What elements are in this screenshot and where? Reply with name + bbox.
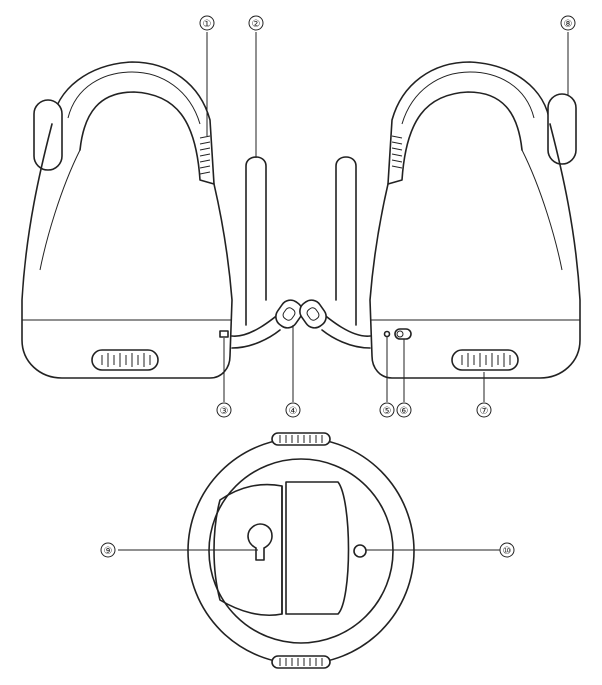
callout-2: ② xyxy=(248,15,264,31)
svg-text:⑦: ⑦ xyxy=(480,406,489,417)
svg-text:⑤: ⑤ xyxy=(383,406,392,417)
left-camera-head-vent xyxy=(199,135,211,175)
bottom-inner-ring xyxy=(208,458,394,644)
bottom-cover-panel xyxy=(285,481,350,615)
right-camera-tilt-knob xyxy=(547,93,577,165)
callout-4: ④ xyxy=(285,402,301,418)
svg-text:⑧: ⑧ xyxy=(564,19,573,30)
leader-lines xyxy=(118,32,569,551)
callout-3: ③ xyxy=(216,402,232,418)
svg-text:⑩: ⑩ xyxy=(503,546,512,557)
left-camera-body xyxy=(21,123,233,379)
right-camera-head-arch xyxy=(387,61,551,185)
svg-text:③: ③ xyxy=(220,406,229,417)
callout-10: ⑩ xyxy=(499,542,515,558)
keyhole-mount xyxy=(247,523,273,561)
bottom-mount-plate xyxy=(213,483,283,617)
left-camera-unit xyxy=(21,61,233,379)
right-antenna-stand xyxy=(299,156,371,349)
left-camera-port xyxy=(219,330,229,338)
callout-9: ⑨ xyxy=(100,542,116,558)
callout-5: ⑤ xyxy=(379,402,395,418)
left-camera-tilt-knob xyxy=(33,99,63,171)
svg-text:②: ② xyxy=(252,19,261,30)
right-power-plug xyxy=(299,299,327,329)
left-antenna-stand xyxy=(231,156,303,349)
left-camera-head-arch xyxy=(51,61,215,185)
bottom-outer-ring xyxy=(187,437,415,665)
right-camera-head-vent xyxy=(391,135,403,169)
bottom-top-grille xyxy=(271,432,331,446)
callout-1: ① xyxy=(199,15,215,31)
right-camera-body xyxy=(369,123,581,379)
right-camera-unit xyxy=(369,61,581,379)
callout-8: ⑧ xyxy=(560,15,576,31)
svg-text:④: ④ xyxy=(289,406,298,417)
left-power-plug xyxy=(275,299,303,329)
bottom-screw-hole xyxy=(353,544,367,558)
callout-7: ⑦ xyxy=(476,402,492,418)
right-camera-reset-hole xyxy=(383,330,391,338)
bottom-lower-grille xyxy=(271,655,331,669)
right-antenna xyxy=(335,156,357,326)
svg-text:①: ① xyxy=(203,19,212,30)
bottom-view xyxy=(187,432,415,669)
callout-6: ⑥ xyxy=(396,402,412,418)
svg-text:⑥: ⑥ xyxy=(400,406,409,417)
svg-text:⑨: ⑨ xyxy=(104,546,113,557)
left-antenna xyxy=(245,156,267,326)
